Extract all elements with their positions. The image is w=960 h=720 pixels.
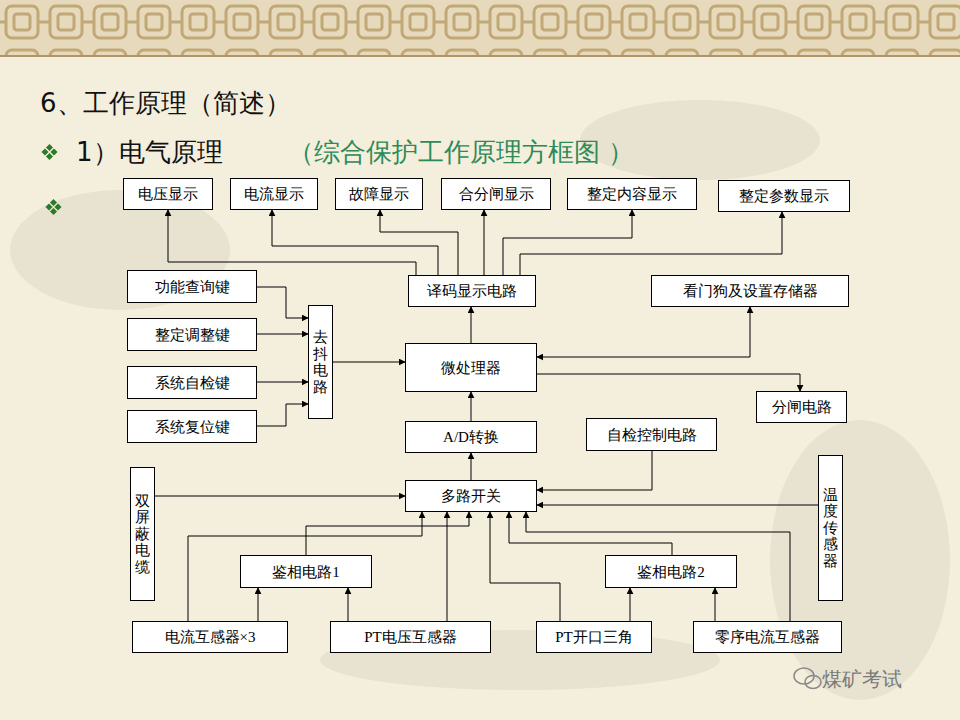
connector-arrow	[380, 210, 458, 275]
process-box: PT开口三角	[536, 621, 652, 653]
box-label: 系统自检键	[155, 374, 230, 392]
box-label: A/D转换	[443, 428, 499, 446]
box-label: 电流互感器×3	[165, 628, 256, 646]
connector-arrow	[257, 382, 308, 383]
process-box: 整定内容显示	[567, 178, 697, 210]
connector-arrow	[188, 512, 422, 621]
connector-arrow	[471, 392, 472, 421]
process-box: 电流显示	[230, 178, 318, 210]
box-label: 鉴相电路1	[272, 563, 340, 581]
connector-arrow	[490, 512, 560, 621]
process-box: 功能查询键	[127, 270, 257, 303]
process-box: 系统复位键	[127, 410, 257, 443]
process-box: 电压显示	[123, 178, 213, 210]
connector-arrow	[272, 210, 438, 275]
connector-arrow	[503, 210, 632, 275]
connector-arrow	[155, 496, 405, 497]
box-label: 零序电流互感器	[715, 628, 820, 646]
vertical-block: 去抖电路	[308, 305, 333, 419]
watermark: 煤矿考试	[822, 666, 902, 693]
process-box: 故障显示	[335, 178, 423, 210]
connector-arrow	[484, 210, 485, 275]
connector-arrow	[471, 453, 472, 480]
box-label: 双屏蔽电缆	[135, 493, 150, 576]
box-label: 整定调整键	[155, 326, 230, 344]
box-label: PT电压互感器	[364, 628, 457, 646]
box-label: 鉴相电路2	[637, 563, 705, 581]
connector-arrow	[537, 451, 652, 490]
box-label: 温度传感器	[823, 487, 838, 570]
connector-arrow	[520, 212, 782, 275]
process-box: 整定调整键	[127, 318, 257, 351]
connector-arrow	[537, 505, 818, 506]
box-label: 分闸电路	[772, 398, 832, 416]
connector-arrow	[537, 374, 800, 391]
connector-arrow	[526, 512, 790, 621]
connector-arrow	[447, 512, 448, 621]
process-box: 多路开关	[405, 480, 537, 512]
process-box: 看门狗及设置存储器	[651, 275, 849, 307]
box-label: 去抖电路	[313, 329, 328, 395]
process-box: PT电压互感器	[330, 621, 491, 653]
vertical-block: 温度传感器	[818, 455, 843, 601]
connector-arrow	[257, 334, 308, 335]
process-box: 译码显示电路	[408, 275, 536, 307]
connector-arrow	[168, 210, 416, 275]
process-box: 鉴相电路2	[605, 555, 737, 588]
slide-title: 6、工作原理（简述）	[40, 86, 291, 121]
process-box: 分闸电路	[756, 391, 847, 423]
process-box: 零序电流互感器	[693, 621, 842, 653]
border-line	[0, 55, 960, 57]
process-box: 自检控制电路	[586, 418, 717, 451]
decorative-border	[0, 0, 960, 56]
connector-arrow	[257, 404, 308, 426]
box-label: 系统复位键	[155, 418, 230, 436]
diagram-subtitle: （综合保护工作原理方框图 ）	[288, 135, 634, 170]
box-label: 故障显示	[349, 185, 409, 203]
process-box: 整定参数显示	[718, 180, 850, 212]
connector-arrow	[471, 307, 472, 343]
connector-arrow	[348, 588, 349, 621]
connector-arrow	[257, 287, 308, 318]
box-label: 译码显示电路	[427, 282, 517, 300]
box-label: 合分闸显示	[459, 185, 534, 203]
connector-arrow	[509, 512, 672, 555]
box-label: 电流显示	[244, 185, 304, 203]
box-label: 微处理器	[441, 359, 501, 377]
process-box: 合分闸显示	[441, 178, 551, 210]
process-box: 系统自检键	[127, 366, 257, 399]
ink-texture	[10, 100, 950, 700]
connector-arrow	[630, 588, 631, 621]
box-label: 整定参数显示	[739, 187, 829, 205]
connector-arrow	[258, 588, 259, 621]
connector-arrow	[537, 307, 750, 357]
bullet-symbol	[41, 144, 61, 215]
box-label: 多路开关	[441, 487, 501, 505]
box-label: 整定内容显示	[587, 185, 677, 203]
box-label: 自检控制电路	[607, 426, 697, 444]
process-box: A/D转换	[405, 421, 537, 453]
section-heading: 1）电气原理	[76, 135, 223, 170]
process-box: 微处理器	[405, 343, 537, 392]
connector-arrow	[715, 588, 716, 621]
connector-arrow	[333, 362, 405, 363]
vertical-block: 双屏蔽电缆	[130, 467, 155, 601]
process-box: 鉴相电路1	[240, 555, 372, 588]
box-label: 功能查询键	[155, 278, 230, 296]
process-box: 电流互感器×3	[132, 621, 288, 653]
box-label: 电压显示	[138, 185, 198, 203]
connector-arrow	[306, 512, 469, 555]
box-label: PT开口三角	[555, 628, 633, 646]
wechat-icon	[794, 668, 821, 689]
box-label: 看门狗及设置存储器	[683, 282, 818, 300]
